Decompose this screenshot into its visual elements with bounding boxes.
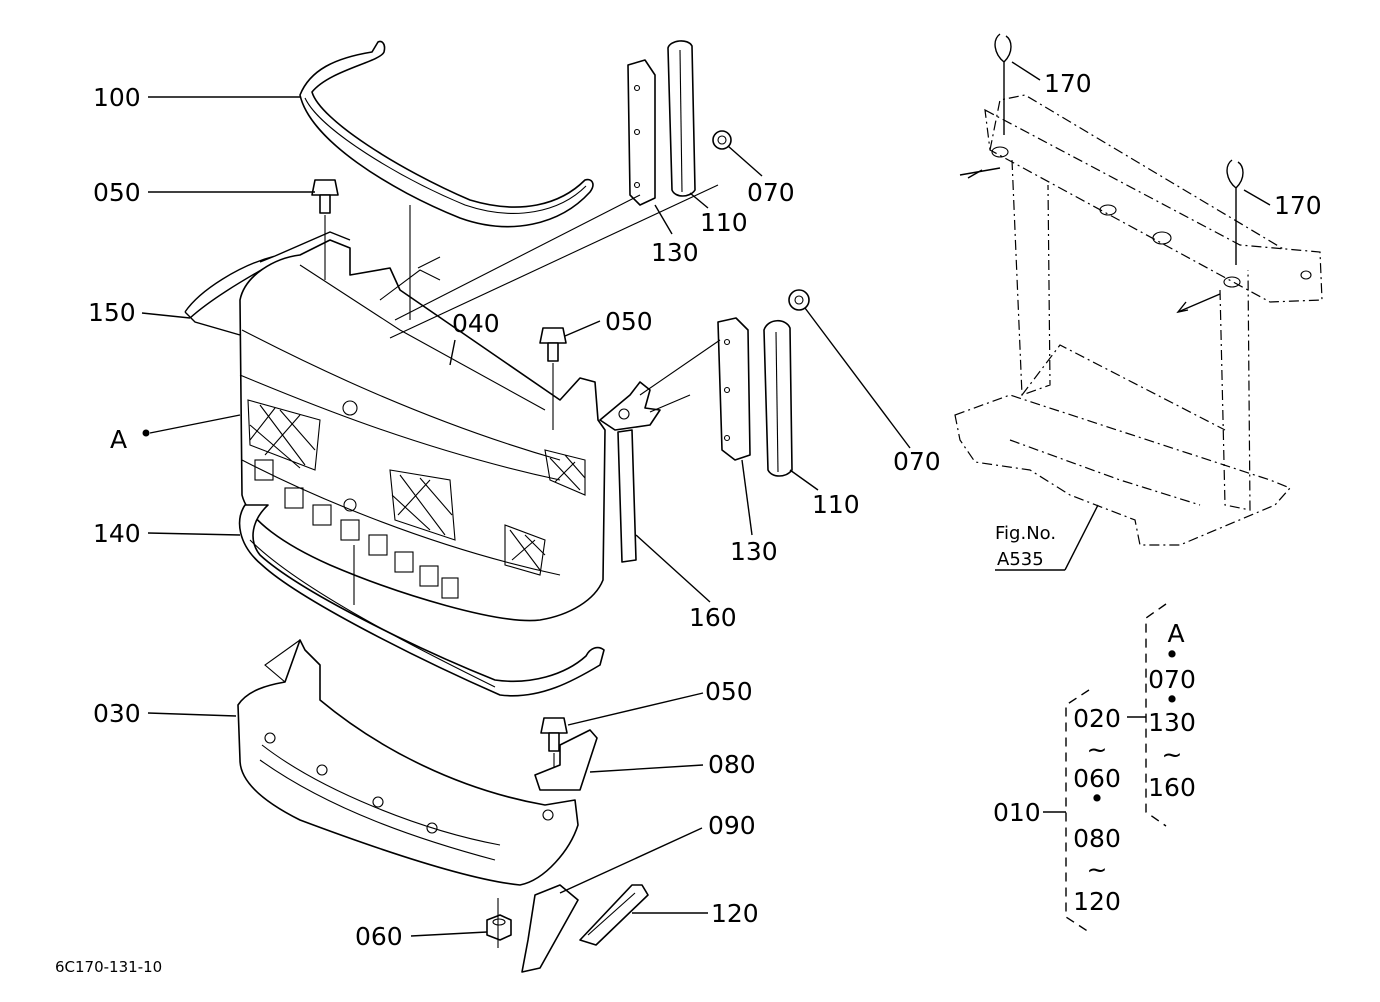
part-050-bolt-low bbox=[540, 717, 568, 752]
legend-root: 010 bbox=[993, 798, 1041, 827]
figure-reference: Fig.No. A535 bbox=[995, 523, 1056, 570]
part-140-bottom-trim bbox=[238, 504, 605, 697]
label-140: 140 bbox=[93, 519, 141, 548]
legend-g2-2: 060 bbox=[1073, 764, 1121, 793]
label-170-b: 170 bbox=[1274, 191, 1322, 220]
label-040: 040 bbox=[452, 309, 500, 338]
assembly-legend: A • 070 • 130 ~ 160 020 ~ 060 • 080 ~ 12… bbox=[993, 603, 1196, 933]
legend-g1-0: A bbox=[1167, 619, 1184, 648]
legend-g1-6: 160 bbox=[1148, 773, 1196, 802]
part-050-bolt-top bbox=[311, 179, 339, 214]
label-090: 090 bbox=[708, 811, 756, 840]
label-050-top: 050 bbox=[93, 178, 141, 207]
part-070-clip-top bbox=[712, 130, 732, 150]
part-080-bracket bbox=[534, 729, 598, 791]
part-120-cover bbox=[579, 884, 649, 946]
part-050-bolt-mid bbox=[539, 327, 567, 362]
label-130-top: 130 bbox=[651, 238, 699, 267]
part-labels: 100 050 150 A 140 030 060 040 050 130 11… bbox=[88, 69, 1322, 951]
legend-g2-1: ~ bbox=[1087, 735, 1108, 764]
label-050-low: 050 bbox=[705, 677, 753, 706]
legend-g2-0: 020 bbox=[1073, 704, 1121, 733]
label-100: 100 bbox=[93, 83, 141, 112]
part-110-strip-top bbox=[667, 40, 696, 197]
label-A: A bbox=[110, 425, 127, 454]
part-130-strip-top bbox=[627, 59, 656, 206]
part-060-nut bbox=[486, 914, 512, 941]
legend-g1-2: 070 bbox=[1148, 665, 1196, 694]
label-080: 080 bbox=[708, 750, 756, 779]
part-170-hook-b bbox=[1226, 159, 1244, 265]
label-120: 120 bbox=[711, 899, 759, 928]
part-130-strip-mid bbox=[717, 317, 751, 461]
part-070-clip-mid bbox=[788, 289, 810, 311]
label-070-top: 070 bbox=[747, 178, 795, 207]
legend-g1-1: • bbox=[1165, 640, 1180, 669]
leader-lines bbox=[141, 61, 1271, 948]
legend-g2-6: 120 bbox=[1073, 887, 1121, 916]
label-170-a: 170 bbox=[1044, 69, 1092, 98]
fig-ref-line1: Fig.No. bbox=[995, 523, 1056, 544]
part-150-wire-frame bbox=[184, 231, 351, 336]
legend-g1-3: • bbox=[1165, 685, 1180, 714]
label-130-mid: 130 bbox=[730, 537, 778, 566]
label-150: 150 bbox=[88, 298, 136, 327]
part-110-strip-mid bbox=[763, 319, 793, 477]
part-090-bracket bbox=[521, 884, 579, 973]
label-050-mid: 050 bbox=[605, 307, 653, 336]
label-110-mid: 110 bbox=[812, 490, 860, 519]
legend-g2-3: • bbox=[1090, 784, 1105, 813]
legend-g2-5: ~ bbox=[1087, 855, 1108, 884]
part-030-lower-bumper bbox=[237, 639, 579, 886]
part-160-strip bbox=[617, 429, 637, 563]
fig-ref-line2: A535 bbox=[997, 549, 1044, 570]
hinge-bracket bbox=[599, 381, 661, 431]
drawing-code: 6C170-131-10 bbox=[55, 958, 162, 976]
legend-g1-5: ~ bbox=[1162, 740, 1183, 769]
part-170-hook-a bbox=[994, 33, 1012, 135]
grille-housing bbox=[239, 239, 606, 622]
label-030: 030 bbox=[93, 699, 141, 728]
legend-g2-4: 080 bbox=[1073, 824, 1121, 853]
label-070-mid: 070 bbox=[893, 447, 941, 476]
frame-assembly bbox=[954, 94, 1323, 546]
label-060: 060 bbox=[355, 922, 403, 951]
label-160: 160 bbox=[689, 603, 737, 632]
part-100-top-trim bbox=[299, 40, 594, 228]
legend-g1-4: 130 bbox=[1148, 708, 1196, 737]
label-110-top: 110 bbox=[700, 208, 748, 237]
